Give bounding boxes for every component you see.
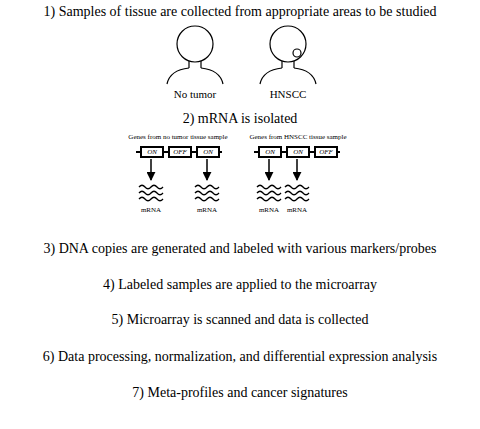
gene-box: OFF [168, 146, 192, 158]
gene-box: ON [196, 146, 220, 158]
annotation: mRNA [141, 206, 161, 214]
gene-box: ON [140, 146, 164, 158]
step-text: 3) DNA copies are generated and labeled … [43, 241, 436, 257]
step-text: 5) Microarray is scanned and data is col… [112, 312, 369, 328]
mrna-waves [139, 185, 309, 201]
transcription-arrows [151, 159, 297, 180]
sample-label: No tumor [174, 88, 216, 101]
gene-state: ON [265, 149, 275, 156]
annotation: mRNA [197, 206, 217, 214]
gene-state: ON [147, 149, 157, 156]
step-text: 2) mRNA is isolated [183, 111, 298, 127]
annotation: Genes from HNSCC tissue sample [249, 133, 346, 141]
gene-state: OFF [173, 149, 187, 156]
head-hnscc [260, 26, 316, 84]
step-text: 4) Labeled samples are applied to the mi… [103, 277, 377, 293]
annotation: mRNA [259, 206, 279, 214]
head-no-tumor [167, 26, 223, 84]
gene-state: ON [293, 149, 303, 156]
gene-box: OFF [314, 146, 338, 158]
annotation: mRNA [287, 206, 307, 214]
step-text: 1) Samples of tissue are collected from … [43, 4, 436, 20]
step-text: 7) Meta-profiles and cancer signatures [132, 385, 347, 401]
gene-state: ON [203, 149, 213, 156]
step-text: 6) Data processing, normalization, and d… [43, 349, 437, 365]
gene-box: ON [286, 146, 310, 158]
gene-box: ON [258, 146, 282, 158]
sample-label: HNSCC [270, 88, 307, 101]
annotation: Genes from no tumor tissue sample [128, 133, 227, 141]
gene-state: OFF [319, 149, 333, 156]
